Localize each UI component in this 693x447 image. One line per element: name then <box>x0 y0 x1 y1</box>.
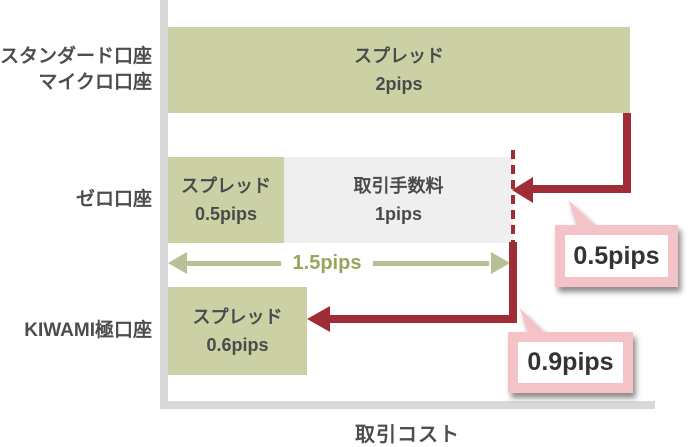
callout-kiwami-diff-tail <box>519 308 546 334</box>
x-axis-title: 取引コスト <box>355 424 460 446</box>
row-label-standard-micro: スタンダード口座 マイクロ口座 <box>0 44 152 96</box>
y-axis-line <box>160 0 168 409</box>
bar-zero-spread-value: 0.5pips <box>194 204 258 224</box>
bar-zero-commission: 取引手数料 1pips <box>284 157 513 243</box>
zero-total-dashed-line <box>511 150 515 242</box>
measure-arrowhead-left-icon <box>168 252 187 274</box>
row-label-zero: ゼロ口座 <box>75 189 152 210</box>
bar-standard-spread: スプレッド 2pips <box>168 27 630 113</box>
diff-connector-zero-kiwami-vertical <box>509 242 517 323</box>
diff-arrowhead-standard-zero-icon <box>512 177 533 203</box>
callout-zero-diff-value: 0.5pips <box>565 235 668 277</box>
callout-zero-diff-box: 0.5pips <box>555 225 678 287</box>
diff-connector-standard-zero-vertical <box>623 113 631 193</box>
diff-connector-standard-zero-horizontal <box>531 185 631 193</box>
measure-label: 1.5pips <box>292 251 362 274</box>
measure-label-pill: 1.5pips <box>281 248 373 278</box>
callout-kiwami-diff-value: 0.9pips <box>518 342 623 383</box>
bar-zero-commission-value: 1pips <box>374 204 422 224</box>
bar-kiwami-spread: スプレッド 0.6pips <box>168 287 307 375</box>
callout-zero-diff-tail <box>568 200 597 227</box>
bar-standard-spread-label: スプレッド <box>354 46 444 66</box>
bar-standard-spread-value: 2pips <box>375 74 423 94</box>
bar-kiwami-spread-label: スプレッド <box>192 307 283 327</box>
bar-zero-commission-label: 取引手数料 <box>353 176 444 196</box>
bar-zero-spread-label: スプレッド <box>181 176 271 196</box>
row-label-standard: スタンダード口座 <box>0 46 153 67</box>
row-label-kiwami: KIWAMI極口座 <box>24 320 152 341</box>
diff-connector-zero-kiwami-horizontal <box>328 315 517 323</box>
row-label-micro: マイクロ口座 <box>38 72 152 93</box>
measure-arrowhead-right-icon <box>491 252 510 274</box>
callout-kiwami-diff: 0.9pips <box>508 308 633 393</box>
callout-kiwami-diff-box: 0.9pips <box>508 332 633 393</box>
bar-kiwami-spread-value: 0.6pips <box>206 335 269 355</box>
bar-zero-spread: スプレッド 0.5pips <box>168 157 284 243</box>
diff-arrowhead-zero-kiwami-icon <box>307 306 330 332</box>
callout-zero-diff: 0.5pips <box>555 200 678 287</box>
x-axis-line <box>160 401 655 409</box>
